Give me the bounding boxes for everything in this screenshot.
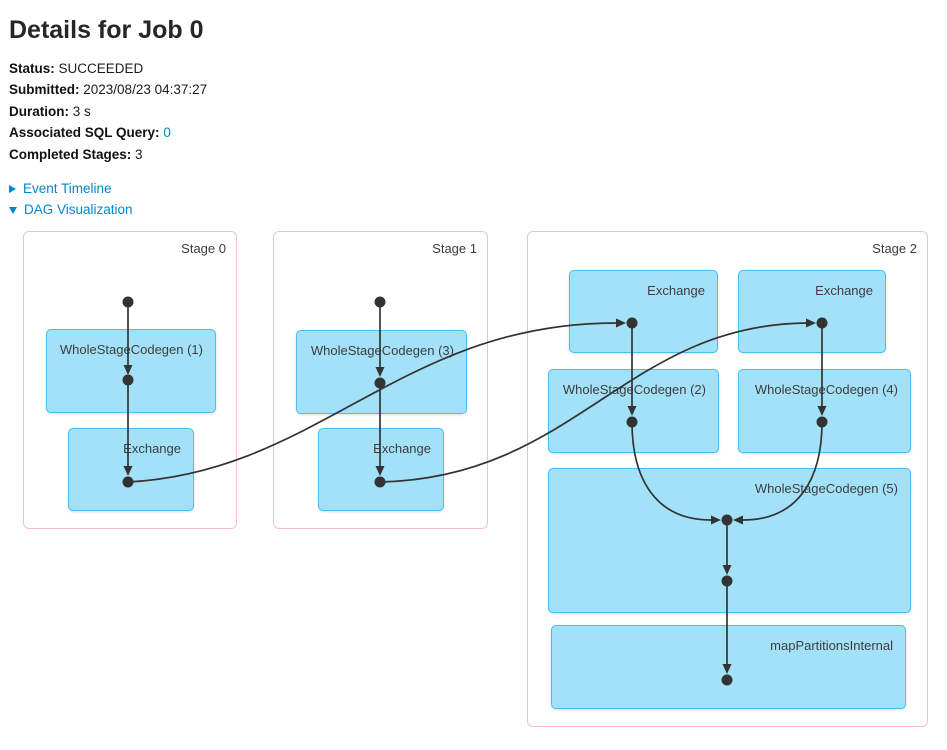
submitted-row: Submitted: 2023/08/23 04:37:27 (9, 79, 947, 100)
event-timeline-label: Event Timeline (23, 181, 112, 197)
event-timeline-toggle[interactable]: Event Timeline (9, 178, 112, 199)
node-label: WholeStageCodegen (5) (754, 481, 898, 496)
page-title: Details for Job 0 (9, 16, 204, 44)
node-label: WholeStageCodegen (2) (562, 382, 706, 397)
node-label: WholeStageCodegen (3) (310, 343, 454, 358)
node-label: Exchange (815, 283, 873, 298)
stage-label: Stage 2 (872, 241, 917, 256)
dag-node-wholestagecodegen-3[interactable]: WholeStageCodegen (3) (296, 330, 467, 414)
dag-node-exchange[interactable]: Exchange (318, 428, 444, 511)
node-label: Exchange (647, 283, 705, 298)
status-row: Status: SUCCEEDED (9, 58, 947, 79)
dag-node-wholestagecodegen-2[interactable]: WholeStageCodegen (2) (548, 369, 719, 453)
duration-value: 3 s (72, 103, 91, 119)
node-label: mapPartitionsInternal (770, 638, 893, 653)
dag-node-exchange[interactable]: Exchange (738, 270, 886, 353)
caret-down-icon (9, 207, 17, 215)
node-label: Exchange (373, 441, 431, 456)
dag-node-exchange[interactable]: Exchange (569, 270, 718, 353)
duration-label: Duration: (9, 103, 69, 119)
dag-node-mappartitionsinternal[interactable]: mapPartitionsInternal (551, 625, 906, 709)
duration-row: Duration: 3 s (9, 101, 947, 122)
stage-label: Stage 1 (432, 241, 477, 256)
sql-query-row: Associated SQL Query: 0 (9, 122, 947, 143)
job-details-header: Details for Job 0 Status: SUCCEEDED Subm… (0, 0, 947, 220)
submitted-value: 2023/08/23 04:37:27 (83, 82, 208, 98)
dag-node-wholestagecodegen-5[interactable]: WholeStageCodegen (5) (548, 468, 911, 613)
completed-stages-row: Completed Stages: 3 (9, 144, 947, 165)
stage-label: Stage 0 (181, 241, 226, 256)
submitted-label: Submitted: (9, 82, 80, 98)
status-label: Status: (9, 61, 55, 76)
dag-visualization-toggle[interactable]: DAG Visualization (9, 199, 133, 220)
node-label: WholeStageCodegen (4) (754, 382, 898, 397)
caret-right-icon (9, 184, 16, 193)
node-label: WholeStageCodegen (1) (59, 342, 203, 357)
completed-stages-value: 3 (135, 146, 143, 162)
dag-stage-1[interactable]: Stage 1 WholeStageCodegen (3) Exchange (273, 231, 488, 529)
collapsible-sections: Event Timeline DAG Visualization (9, 178, 947, 220)
dag-node-exchange[interactable]: Exchange (68, 428, 194, 511)
sql-query-link[interactable]: 0 (163, 125, 171, 141)
dag-node-wholestagecodegen-1[interactable]: WholeStageCodegen (1) (46, 329, 216, 413)
completed-stages-link[interactable]: Completed Stages: (9, 146, 132, 162)
job-meta: Status: SUCCEEDED Submitted: 2023/08/23 … (9, 58, 947, 165)
node-label: Exchange (123, 441, 181, 456)
dag-stage-0[interactable]: Stage 0 WholeStageCodegen (1) Exchange (23, 231, 237, 529)
dag-visualization-label: DAG Visualization (24, 202, 133, 218)
sql-query-label: Associated SQL Query: (9, 125, 160, 141)
dag-node-wholestagecodegen-4[interactable]: WholeStageCodegen (4) (738, 369, 911, 453)
status-value: SUCCEEDED (58, 61, 144, 76)
